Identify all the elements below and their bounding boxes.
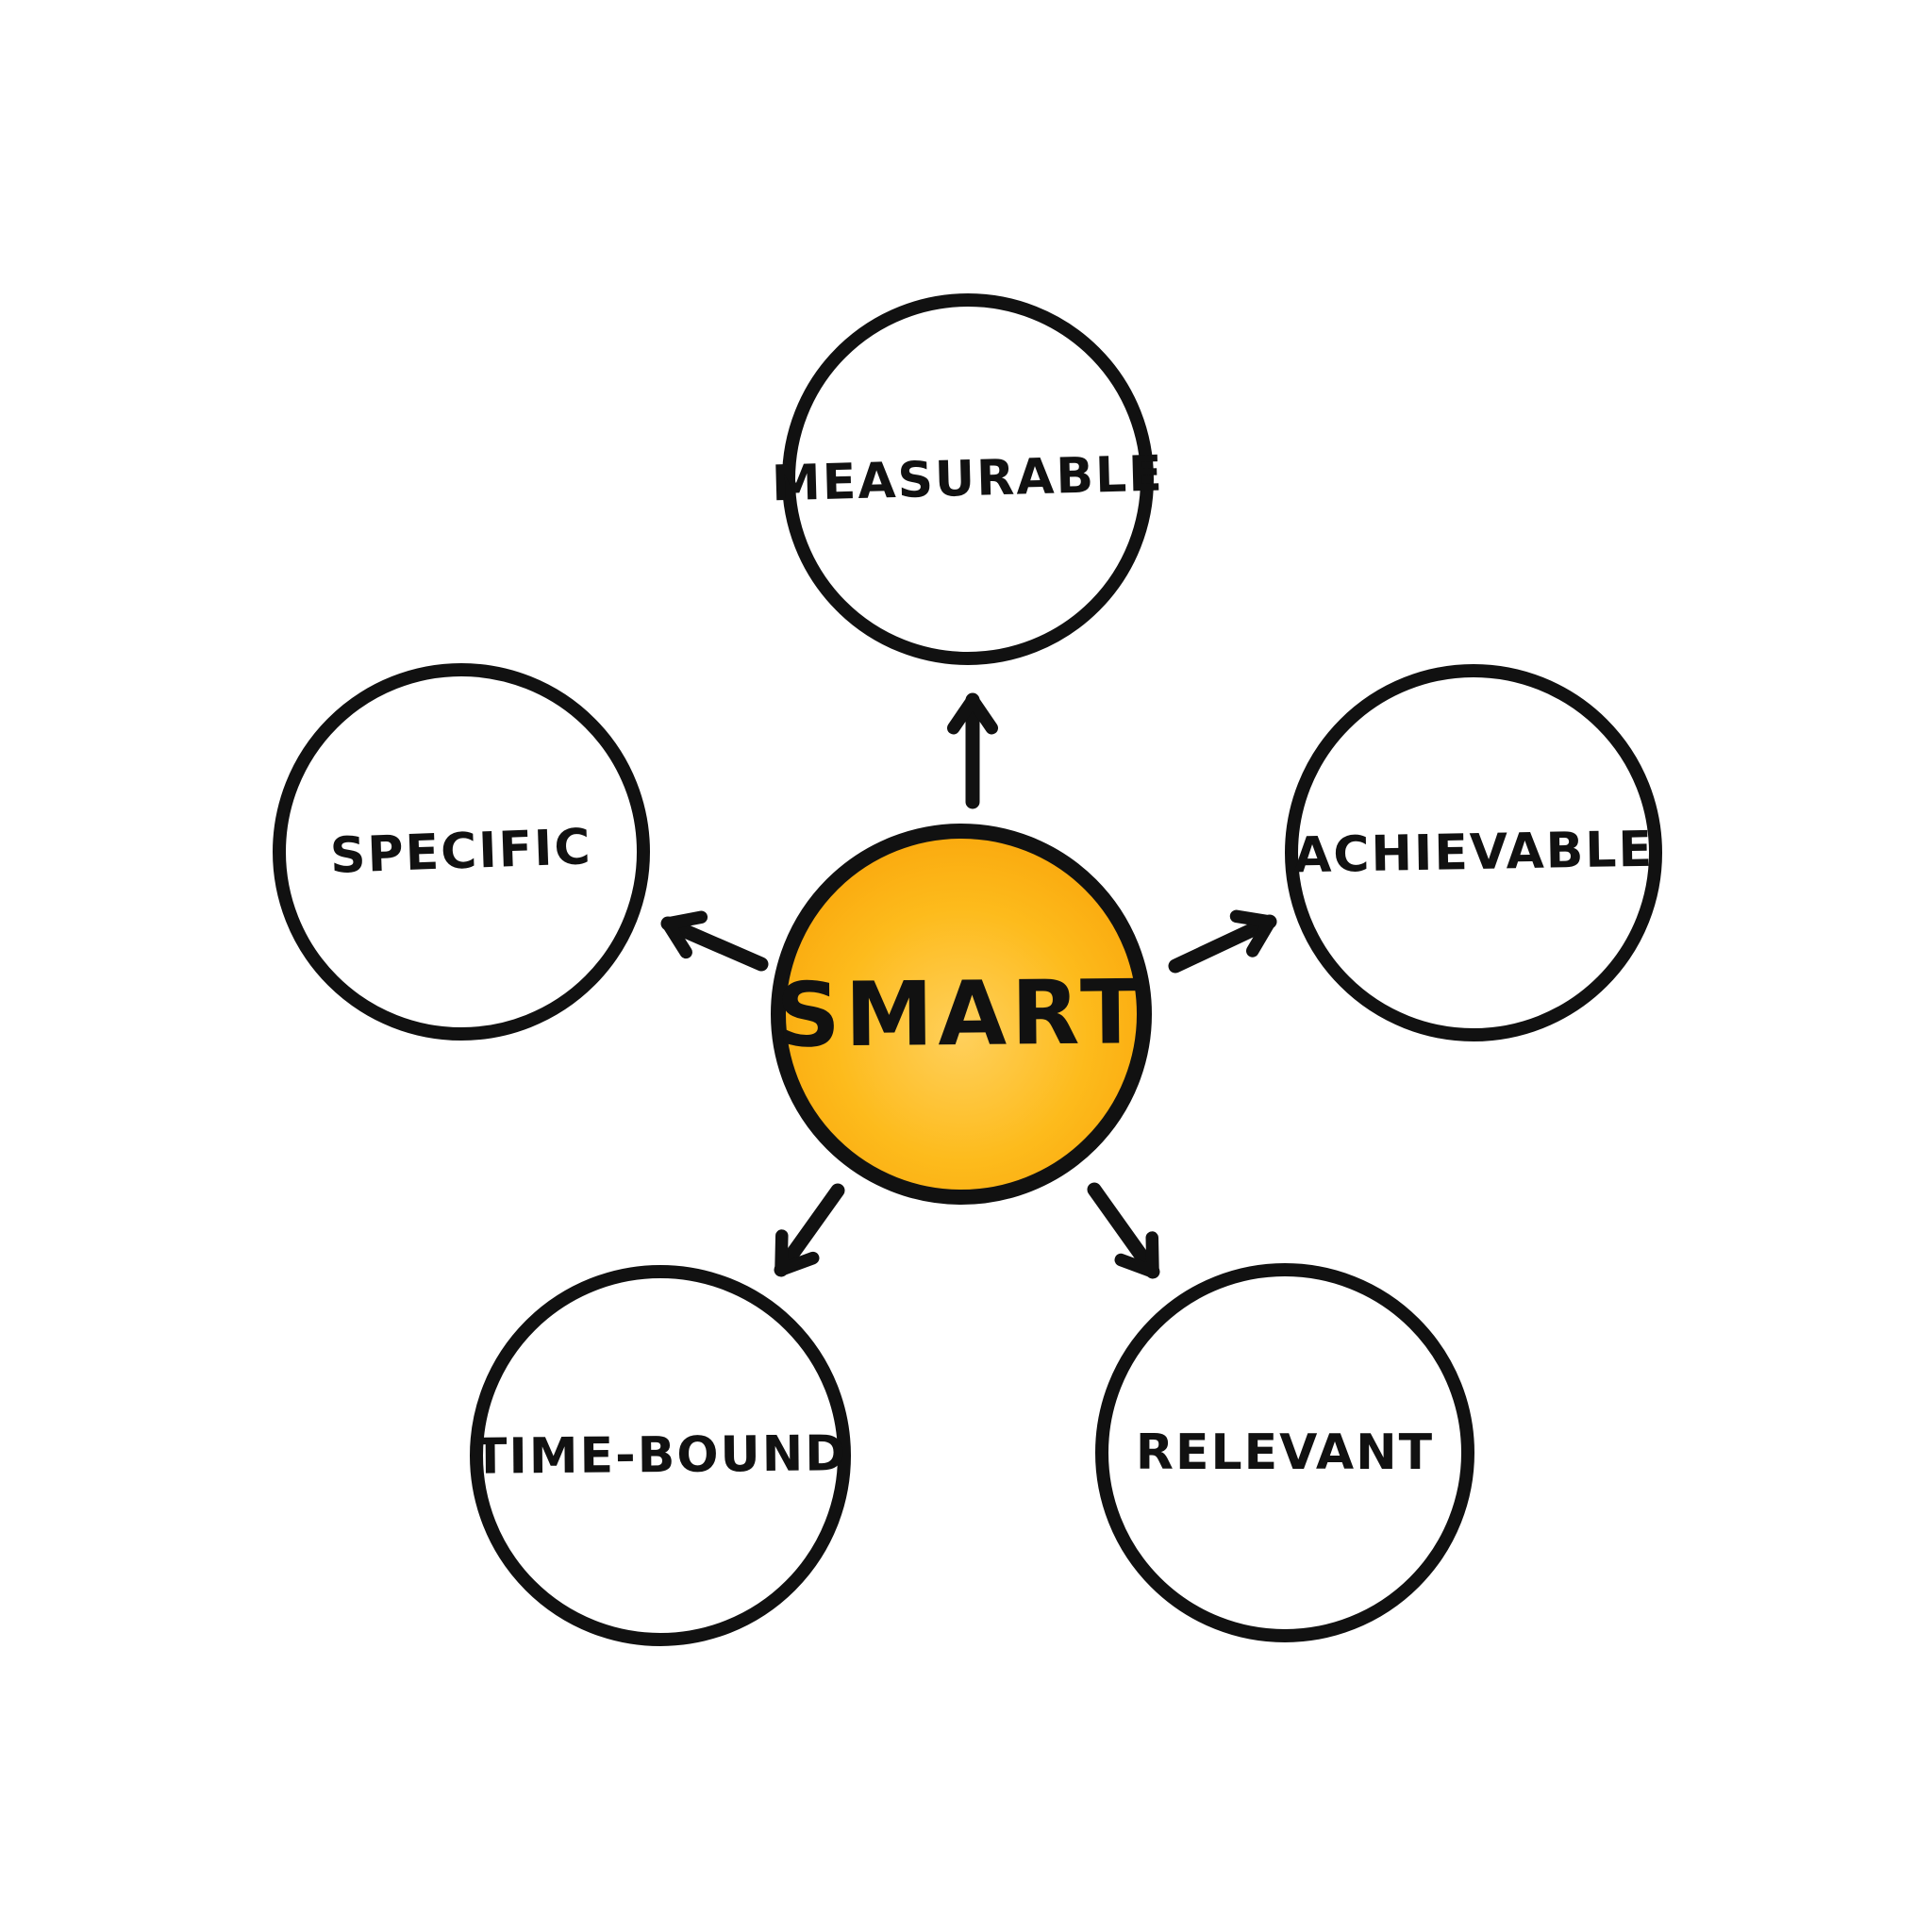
node-specific: Specific: [273, 663, 650, 1041]
node-time-bound-label: Time-Bound: [473, 1425, 848, 1486]
center-node-smart: SMART: [771, 824, 1152, 1205]
arrow-to-time-bound: [774, 1183, 845, 1277]
center-node-smart-label: SMART: [775, 960, 1147, 1068]
node-achievable-label: Achievable: [1292, 821, 1655, 885]
arrow-to-achievable: [1168, 909, 1277, 974]
node-measurable-label: Measurable: [771, 445, 1165, 513]
node-achievable: Achievable: [1285, 664, 1662, 1041]
arrow-to-specific: [660, 910, 769, 972]
node-specific-label: Specific: [329, 819, 593, 885]
node-measurable: Measurable: [771, 293, 1165, 665]
arrow-to-relevant: [1087, 1182, 1160, 1279]
node-time-bound: Time-Bound: [470, 1265, 851, 1646]
node-relevant-label: Relevant: [1135, 1424, 1435, 1481]
node-relevant: Relevant: [1095, 1263, 1474, 1642]
